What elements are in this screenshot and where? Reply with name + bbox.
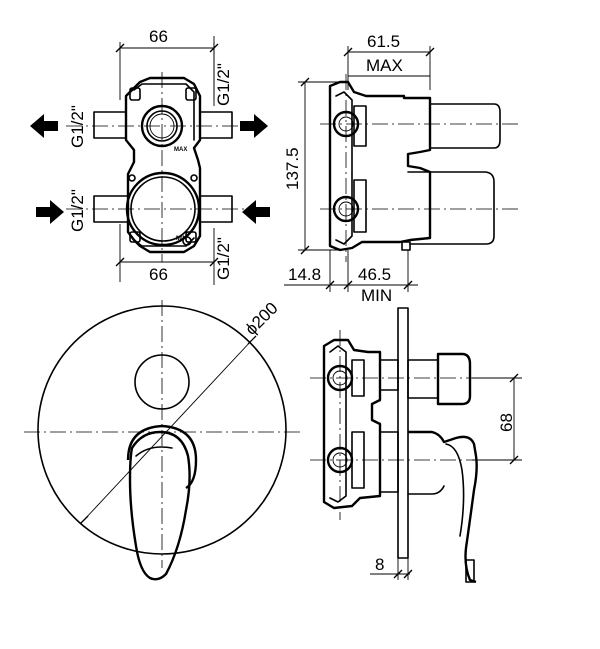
assembly-body: [322, 338, 382, 510]
thread-label-top-left: G1/2": [68, 105, 87, 148]
dim-plate-thickness: 8: [375, 555, 384, 574]
diverter-knob: [436, 352, 472, 406]
lever-side: [408, 430, 478, 584]
side-body-rib: [353, 105, 367, 147]
dim-tick: [393, 569, 403, 579]
diameter-leader: [83, 339, 253, 521]
side-body-inner: [335, 91, 353, 245]
dim-tick: [403, 280, 413, 290]
lever-tip: [465, 559, 475, 583]
assembly-neck: [379, 359, 399, 391]
cover-plate-front-view: ϕ200: [24, 299, 302, 581]
dim-outlet-spacing: 68: [497, 413, 516, 432]
lower-cartridge: [407, 171, 495, 245]
body-inner-line: [133, 83, 195, 141]
lever-base: [407, 485, 445, 495]
dim-tick: [403, 569, 413, 579]
dim-tick: [509, 373, 519, 383]
dim-max-label: MAX: [366, 56, 403, 75]
dim-tick: [300, 77, 310, 87]
dim-tick: [343, 47, 353, 57]
front-view-body: 66 MAX MIN: [30, 27, 270, 285]
dim-tick: [115, 43, 125, 53]
plate-side: [397, 307, 409, 559]
upper-spindle: [429, 103, 501, 149]
dim-plate-diameter: ϕ200: [241, 299, 281, 339]
dim-min-label: MIN: [361, 286, 392, 305]
dim-tick: [425, 47, 435, 57]
arrow-in-icon: [36, 200, 64, 224]
lever-inner: [445, 443, 465, 537]
assembly-neck: [379, 431, 399, 493]
dim-tick: [343, 280, 353, 290]
dim-tick: [325, 280, 335, 290]
arrow-out-icon: [240, 114, 268, 138]
screw-hole: [128, 174, 136, 182]
diverter-stem: [407, 359, 439, 399]
thread-label-bottom-left: G1/2": [68, 189, 87, 232]
mounting-lug: [129, 87, 141, 101]
dim-height: 137.5: [283, 147, 302, 190]
max-marking: MAX: [174, 147, 187, 153]
min-marking: MIN: [176, 236, 187, 242]
assembly-side-view: 68 8: [310, 307, 522, 584]
dim-tick: [115, 257, 125, 267]
handle-base: [126, 424, 198, 490]
handle-edge: [135, 446, 173, 457]
dim-tick: [247, 335, 257, 345]
thread-label-lower-center: G1/2": [214, 237, 233, 280]
arrow-in-icon: [242, 200, 270, 224]
dim-tick: [300, 245, 310, 255]
dim-tick: [79, 515, 89, 525]
mounting-lug: [185, 87, 197, 101]
side-body-rib: [353, 179, 367, 233]
dim-depth-min: 46.5: [358, 265, 391, 284]
screw-hole: [190, 174, 198, 182]
pipe-upper-right: [199, 111, 233, 139]
pipe-upper-left: [93, 111, 127, 139]
dim-bottom-width: 66: [149, 265, 168, 284]
lower-port-outer: [125, 171, 201, 247]
dim-depth-max: 61.5: [367, 32, 400, 51]
thread-label-upper-center: G1/2": [214, 63, 233, 106]
cartridge-step: [401, 241, 411, 251]
side-body-outline: [328, 80, 432, 252]
side-view-body: 61.5 MAX 137.5 14.8: [283, 32, 520, 305]
dim-tick: [509, 455, 519, 465]
dim-tick: [209, 257, 219, 267]
dim-front-offset: 14.8: [288, 265, 321, 284]
valve-body-outline: [124, 76, 202, 254]
arrow-out-icon: [30, 114, 58, 138]
handle-lever: [128, 430, 191, 581]
dim-top-width: 66: [149, 27, 168, 46]
assembly-body-inner: [329, 345, 347, 503]
